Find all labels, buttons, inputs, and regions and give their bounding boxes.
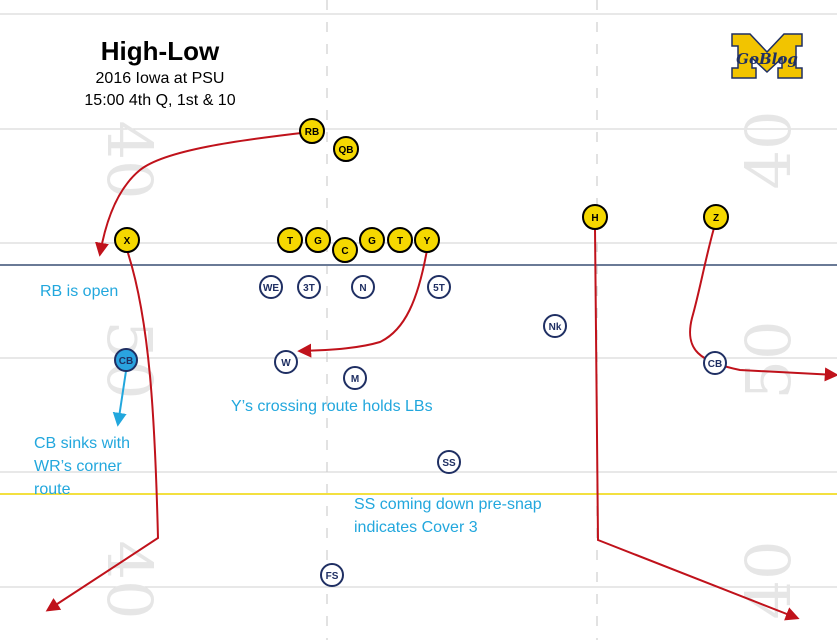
routes: [45, 131, 837, 621]
offense-x: X: [114, 227, 140, 253]
defender-label: 3T: [303, 283, 315, 294]
defense: WE 3T N 5T Nk W: [114, 275, 727, 587]
defender-label: M: [351, 374, 359, 385]
defender-label: WE: [263, 283, 279, 294]
goblog-logo: GoBlog: [731, 33, 803, 79]
offense-label: Y: [424, 236, 431, 247]
offense-rg: G: [359, 227, 385, 253]
route-h-post: [594, 227, 800, 621]
offense-label: Z: [713, 213, 719, 224]
defender-ss: SS: [437, 450, 461, 474]
defender-marker: [274, 350, 298, 374]
route-x-corner: [45, 249, 160, 612]
defender-w: W: [274, 350, 298, 374]
offense-rb: RB: [299, 118, 325, 144]
note-ss-line-1: SS coming down pre-snap: [354, 496, 542, 513]
route-y-cross: [297, 249, 428, 358]
offense-marker: [114, 227, 140, 253]
yard-number: 50: [732, 321, 805, 400]
logo-wordmark: GoBlog: [736, 50, 798, 68]
defender-label: FS: [326, 571, 339, 582]
offense-marker: [387, 227, 413, 253]
offense-label: T: [287, 236, 293, 247]
offense-marker: [305, 227, 331, 253]
diagram-subtitle-game: 2016 Iowa at PSU: [95, 70, 225, 87]
offense-label: T: [397, 236, 403, 247]
defender-n: N: [351, 275, 375, 299]
offense-lg: G: [305, 227, 331, 253]
defender-cb-right: CB: [703, 351, 727, 375]
offense: RB QB X T G C: [114, 118, 729, 263]
defender-marker: [114, 348, 138, 372]
offense-marker: [414, 227, 440, 253]
defender-marker: [320, 563, 344, 587]
offense-label: G: [368, 236, 376, 247]
offense-c: C: [332, 237, 358, 263]
offense-marker: [277, 227, 303, 253]
defender-label: Nk: [549, 322, 562, 333]
defender-marker: [343, 366, 367, 390]
defender-nk: Nk: [543, 314, 567, 338]
defender-marker: [703, 351, 727, 375]
note-cb-sinks: CB sinks with WR’s corner route: [34, 432, 130, 501]
note-ss-cover3: SS coming down pre-snap indicates Cover …: [354, 493, 542, 539]
offense-label: RB: [305, 127, 319, 138]
note-cb-line-3: route: [34, 481, 71, 498]
defender-cb-left-highlight: CB: [114, 348, 138, 372]
offense-marker: [299, 118, 325, 144]
offense-lt: T: [277, 227, 303, 253]
defender-marker: [297, 275, 321, 299]
offense-y: Y: [414, 227, 440, 253]
offense-marker: [359, 227, 385, 253]
defender-marker: [543, 314, 567, 338]
defender-marker: [427, 275, 451, 299]
defender-label: 5T: [433, 283, 445, 294]
route-rb-wheel: [95, 131, 311, 257]
defender-marker: [351, 275, 375, 299]
offense-rt: T: [387, 227, 413, 253]
diagram-subtitle-situation: 15:00 4th Q, 1st & 10: [84, 92, 236, 109]
offense-label: H: [591, 213, 598, 224]
note-y-crossing: Y’s crossing route holds LBs: [231, 398, 433, 415]
defender-label: CB: [708, 359, 722, 370]
offense-label: G: [314, 236, 322, 247]
defender-3t: 3T: [297, 275, 321, 299]
note-rb-open: RB is open: [40, 283, 119, 300]
defender-label: W: [281, 358, 291, 369]
logo-block-m: [731, 33, 803, 79]
defender-marker: [259, 275, 283, 299]
defender-m: M: [343, 366, 367, 390]
offense-qb: QB: [333, 136, 359, 162]
offense-marker: [332, 237, 358, 263]
defender-marker: [437, 450, 461, 474]
yard-number: 40: [93, 121, 166, 200]
offense-marker: [333, 136, 359, 162]
offense-marker: [582, 204, 608, 230]
yard-number: 40: [732, 111, 805, 190]
diagram-title: High-Low: [100, 36, 220, 66]
offense-label: QB: [339, 145, 354, 156]
offense-label: X: [124, 236, 131, 247]
cb-drop-arrow: [112, 370, 127, 427]
note-cb-line-1: CB sinks with: [34, 435, 131, 452]
note-cb-line-2: WR’s corner: [34, 458, 122, 475]
offense-h: H: [582, 204, 608, 230]
defender-label: SS: [442, 458, 456, 469]
title-block: High-Low 2016 Iowa at PSU 15:00 4th Q, 1…: [40, 34, 280, 112]
defender-fs: FS: [320, 563, 344, 587]
offense-z: Z: [703, 204, 729, 230]
offense-label: C: [341, 246, 348, 257]
defender-we: WE: [259, 275, 283, 299]
defender-label: CB: [119, 356, 133, 367]
note-ss-line-2: indicates Cover 3: [354, 519, 478, 536]
offense-marker: [703, 204, 729, 230]
defender-label: N: [359, 283, 366, 294]
defender-5t: 5T: [427, 275, 451, 299]
yard-numbers: 40 50 40 40 50 40: [93, 111, 805, 620]
yard-number: 40: [93, 541, 166, 620]
